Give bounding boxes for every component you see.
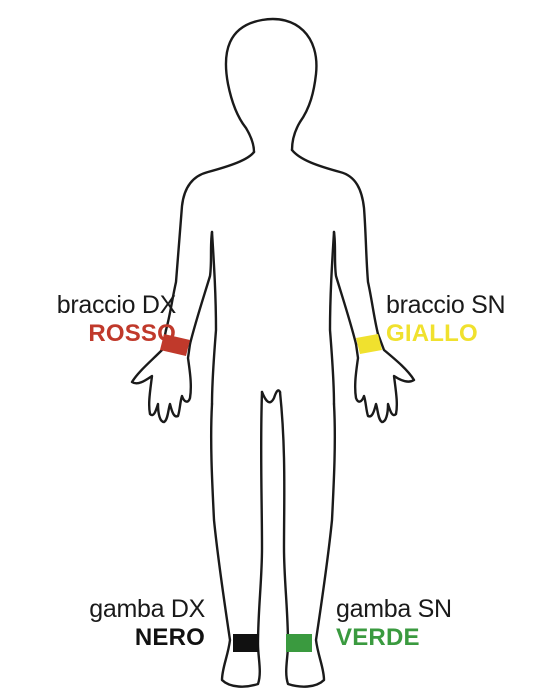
electrode-band-leg-left (286, 634, 312, 652)
torso-side-left (212, 232, 216, 404)
crotch-outline (262, 390, 280, 402)
arm-right-name: braccio DX (0, 293, 176, 318)
label-leg-left: gamba SN VERDE (336, 597, 452, 650)
leg-left-color-name: VERDE (336, 626, 452, 650)
label-leg-right: gamba DX NERO (0, 597, 205, 650)
electrode-band-leg-right (233, 634, 259, 652)
electrode-band-arm-left (356, 334, 382, 354)
left-arm-inner (334, 232, 356, 344)
leg-left-name: gamba SN (336, 597, 452, 622)
head-outline (226, 19, 316, 152)
torso-outline-left (166, 152, 254, 330)
label-arm-left: braccio SN GIALLO (386, 293, 505, 346)
arm-left-color-name: GIALLO (386, 322, 505, 346)
torso-side-right (330, 232, 334, 404)
right-arm-inner (190, 232, 212, 344)
arm-right-color-name: ROSSO (0, 322, 176, 346)
arm-left-name: braccio SN (386, 293, 505, 318)
leg-right-name: gamba DX (0, 597, 205, 622)
leg-right-color-name: NERO (0, 626, 205, 650)
label-arm-right: braccio DX ROSSO (0, 293, 176, 346)
